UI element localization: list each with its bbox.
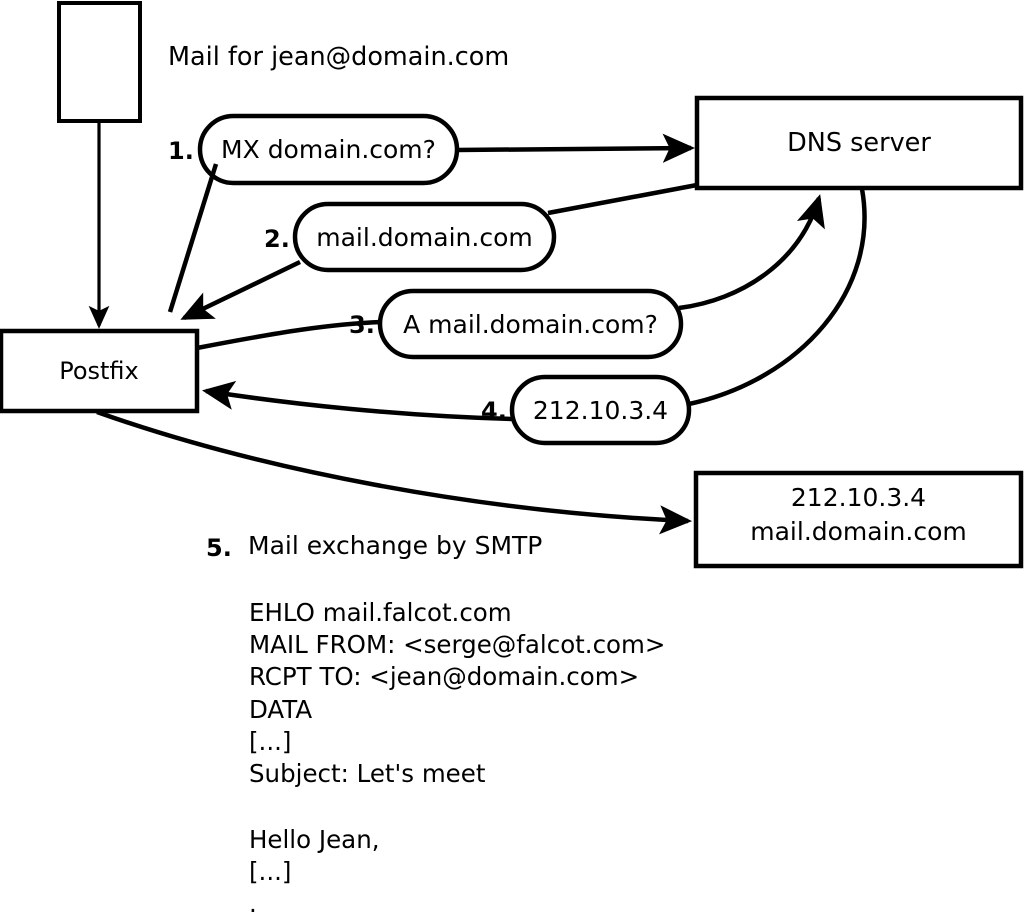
dns-server-label: DNS server xyxy=(787,128,931,158)
edge-dns-to-bubble4 xyxy=(688,188,867,407)
mail-for-note: Mail for jean@domain.com xyxy=(168,42,510,72)
postfix-label: Postfix xyxy=(59,357,139,385)
step-4-bubble xyxy=(509,374,692,446)
smtp-transcript-headers: EHLO mail.falcot.com MAIL FROM: <serge@f… xyxy=(249,598,666,789)
edge-postfix-to-bubble1 xyxy=(167,163,219,313)
step-1-number: 1. xyxy=(168,137,194,165)
smtp-transcript-body: Hello Jean, [...] . xyxy=(249,825,380,919)
dns-server-box xyxy=(694,95,1024,191)
step-5-number: 5. xyxy=(206,534,232,562)
step-5-label: Mail exchange by SMTP xyxy=(248,531,543,560)
step-2-number: 2. xyxy=(264,225,290,253)
arrow-bubble1-to-dns xyxy=(456,133,696,163)
arrow-bubble3-to-dns xyxy=(678,194,825,311)
postfix-box xyxy=(0,328,200,414)
sender-box xyxy=(57,1,142,123)
step-3-number: 3. xyxy=(349,311,375,339)
step-2-bubble xyxy=(292,201,557,273)
edge-dns-to-bubble2 xyxy=(547,182,698,216)
step-3-label: A mail.domain.com? xyxy=(403,309,658,339)
arrow-bubble4-to-postfix xyxy=(201,380,513,422)
step-2-label: mail.domain.com xyxy=(316,222,533,252)
step-1-label: MX domain.com? xyxy=(221,135,436,164)
arrow-postfix-to-mail-server xyxy=(96,409,693,535)
mail-server-box xyxy=(693,470,1024,569)
mail-server-ip-label: 212.10.3.4 xyxy=(790,482,927,512)
arrow-bubble2-to-postfix xyxy=(180,259,301,321)
step-4-number: 4. xyxy=(481,397,507,425)
mail-server-host-label: mail.domain.com xyxy=(750,516,967,546)
step-4-label: 212.10.3.4 xyxy=(532,395,669,425)
edge-postfix-to-bubble3 xyxy=(196,319,383,351)
